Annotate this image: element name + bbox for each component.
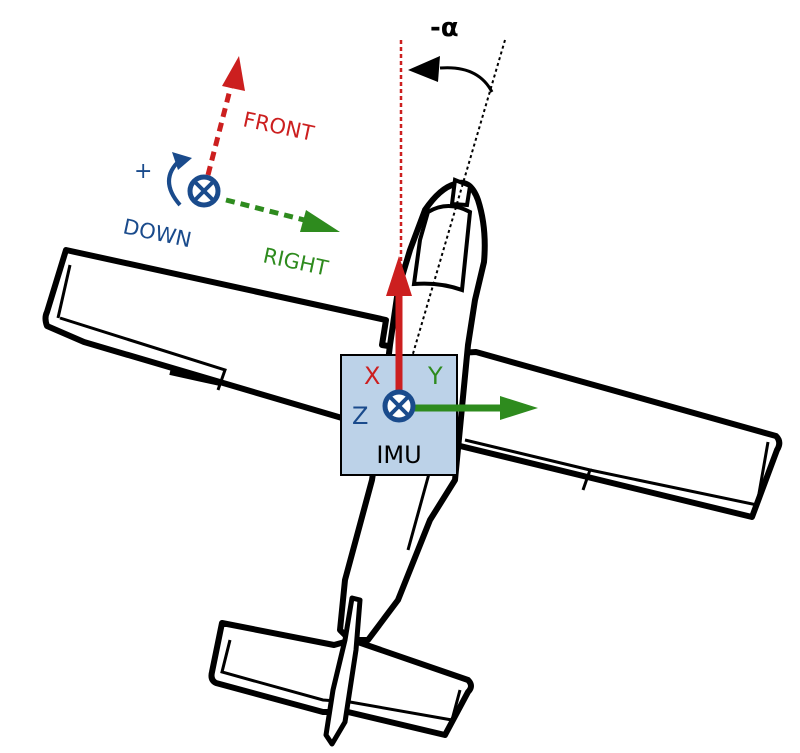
wing-aileron-left (56, 264, 72, 319)
right-axis-arrowhead (300, 210, 340, 232)
into-page-axis-icon (187, 174, 221, 208)
front-axis-arrowhead (222, 56, 245, 91)
imu-label: IMU (376, 441, 421, 469)
front-axis-arrow (205, 81, 235, 176)
airplane-canopy (411, 204, 473, 293)
angle-label: -α (430, 13, 459, 43)
airplane-vertical-fin (323, 595, 363, 747)
imu-x-axis-arrowhead (386, 256, 412, 296)
wing-flap-left (59, 316, 227, 391)
angle-arc-arrowhead (408, 56, 440, 82)
reference-frame: FRONT RIGHT + DOWN (121, 56, 340, 281)
imu-module: X Y Z IMU (340, 256, 538, 476)
front-label: FRONT (241, 107, 316, 145)
imu-z-axis-icon (382, 389, 416, 423)
angle-arc (439, 66, 494, 93)
imu-y-label: Y (427, 362, 443, 390)
airplane-heading-line (399, 39, 506, 399)
down-label: DOWN (121, 214, 194, 252)
right-axis-arrow (225, 197, 313, 225)
wing-hinge-left (169, 369, 221, 386)
wing-aileron-right (589, 441, 770, 507)
imu-x-label: X (364, 362, 380, 390)
imu-y-axis-arrowhead (500, 396, 538, 420)
right-label: RIGHT (261, 243, 330, 280)
rotation-arrowhead (172, 152, 192, 170)
fuselage-seam (406, 469, 432, 551)
imu-z-label: Z (352, 402, 368, 430)
rotation-sign-label: + (134, 159, 152, 184)
